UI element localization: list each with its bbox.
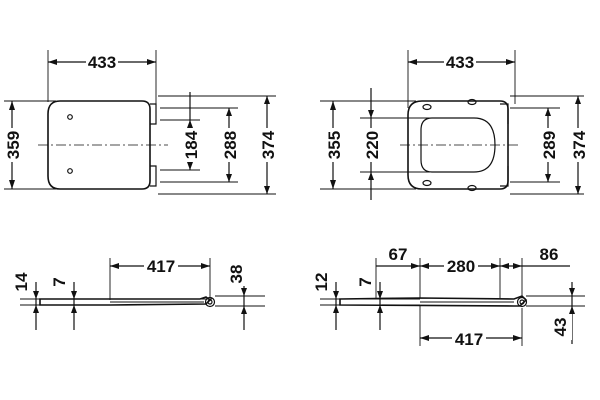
dim-hinge-height: 43 bbox=[551, 318, 570, 337]
arrow-head bbox=[545, 174, 551, 182]
dim-seat-thickness: 14 bbox=[12, 272, 31, 291]
arrow-head bbox=[500, 263, 509, 269]
side-view-closed: 417 14 7 38 bbox=[12, 255, 265, 330]
dim-hinge-height: 38 bbox=[227, 265, 246, 284]
hinge-block bbox=[150, 165, 157, 187]
arrow-head bbox=[71, 305, 77, 313]
hinge-circle bbox=[204, 296, 216, 308]
dim-seat-thickness: 12 bbox=[312, 273, 331, 292]
dim-hinge-span: 289 bbox=[540, 131, 559, 159]
arrow-head bbox=[187, 120, 193, 128]
dim-depth: 374 bbox=[259, 130, 278, 159]
arrow-head bbox=[330, 180, 336, 189]
arrow-head bbox=[513, 335, 522, 341]
arrow-head bbox=[110, 263, 119, 269]
top-view-open: 433 355 220 289 374 bbox=[320, 50, 589, 200]
seat-opening bbox=[420, 117, 496, 173]
dim-height: 359 bbox=[4, 131, 23, 159]
dim-front-offset: 67 bbox=[389, 245, 408, 264]
arrow-head bbox=[368, 172, 374, 180]
bumper-pad bbox=[467, 98, 477, 106]
seat-profile bbox=[339, 295, 528, 307]
seat-profile bbox=[39, 296, 212, 306]
arrow-head bbox=[377, 305, 383, 313]
bumper-dot bbox=[67, 114, 73, 120]
dim-width: 433 bbox=[446, 53, 474, 72]
dim-depth: 374 bbox=[570, 130, 589, 159]
arrow-head bbox=[330, 101, 336, 110]
arrow-head bbox=[569, 288, 575, 296]
arrow-head bbox=[147, 59, 156, 65]
hinge-pin bbox=[207, 299, 213, 305]
dim-hinge-spacing: 280 bbox=[447, 257, 475, 276]
arrow-head bbox=[545, 108, 551, 116]
top-view-closed: 433 359 184 288 374 bbox=[2, 50, 278, 195]
arrow-head bbox=[33, 291, 39, 299]
bumper-pad bbox=[422, 179, 432, 187]
arrow-head bbox=[9, 180, 15, 189]
arrow-head bbox=[9, 101, 15, 110]
dim-height: 355 bbox=[325, 131, 344, 159]
hinge-block bbox=[500, 103, 509, 124]
arrow-head bbox=[33, 305, 39, 313]
dim-width: 433 bbox=[88, 53, 116, 72]
hinge-circle bbox=[516, 296, 528, 308]
side-view-open: 67 280 86 12 7 417 43 bbox=[312, 245, 585, 349]
arrow-head bbox=[420, 263, 429, 269]
arrow-head bbox=[187, 162, 193, 170]
arrow-head bbox=[377, 291, 383, 299]
arrow-head bbox=[491, 263, 500, 269]
arrow-head bbox=[368, 110, 374, 118]
dim-length: 417 bbox=[147, 257, 175, 276]
arrow-head bbox=[575, 96, 581, 104]
arrow-head bbox=[241, 288, 247, 296]
dim-lid-thickness: 7 bbox=[50, 277, 69, 286]
dim-hinge-span: 288 bbox=[221, 131, 240, 159]
bumper-dot bbox=[67, 168, 73, 174]
arrow-head bbox=[241, 306, 247, 314]
arrow-head bbox=[333, 291, 339, 299]
arrow-head bbox=[569, 306, 575, 314]
arrow-head bbox=[226, 108, 232, 116]
arrow-head bbox=[420, 335, 429, 341]
arrow-head bbox=[201, 263, 210, 269]
arrow-head bbox=[71, 291, 77, 299]
arrow-head bbox=[264, 96, 270, 104]
bumper-pad bbox=[422, 103, 432, 111]
hinge-block bbox=[150, 103, 157, 125]
hinge-pin bbox=[519, 299, 525, 305]
arrow-head bbox=[408, 59, 417, 65]
arrow-head bbox=[513, 263, 522, 269]
dim-rear-offset: 86 bbox=[540, 245, 559, 264]
dim-lid-thickness: 7 bbox=[356, 277, 375, 286]
arrow-head bbox=[264, 186, 270, 194]
arrow-head bbox=[226, 174, 232, 182]
dim-opening: 220 bbox=[363, 131, 382, 159]
arrow-head bbox=[333, 305, 339, 313]
dim-length: 417 bbox=[455, 330, 483, 349]
arrow-head bbox=[506, 59, 515, 65]
hinge-block bbox=[500, 166, 509, 187]
arrow-head bbox=[48, 59, 57, 65]
arrow-head bbox=[575, 186, 581, 194]
dim-hinge-spacing: 184 bbox=[182, 130, 201, 159]
bumper-pad bbox=[467, 184, 477, 192]
arrow-head bbox=[411, 263, 420, 269]
